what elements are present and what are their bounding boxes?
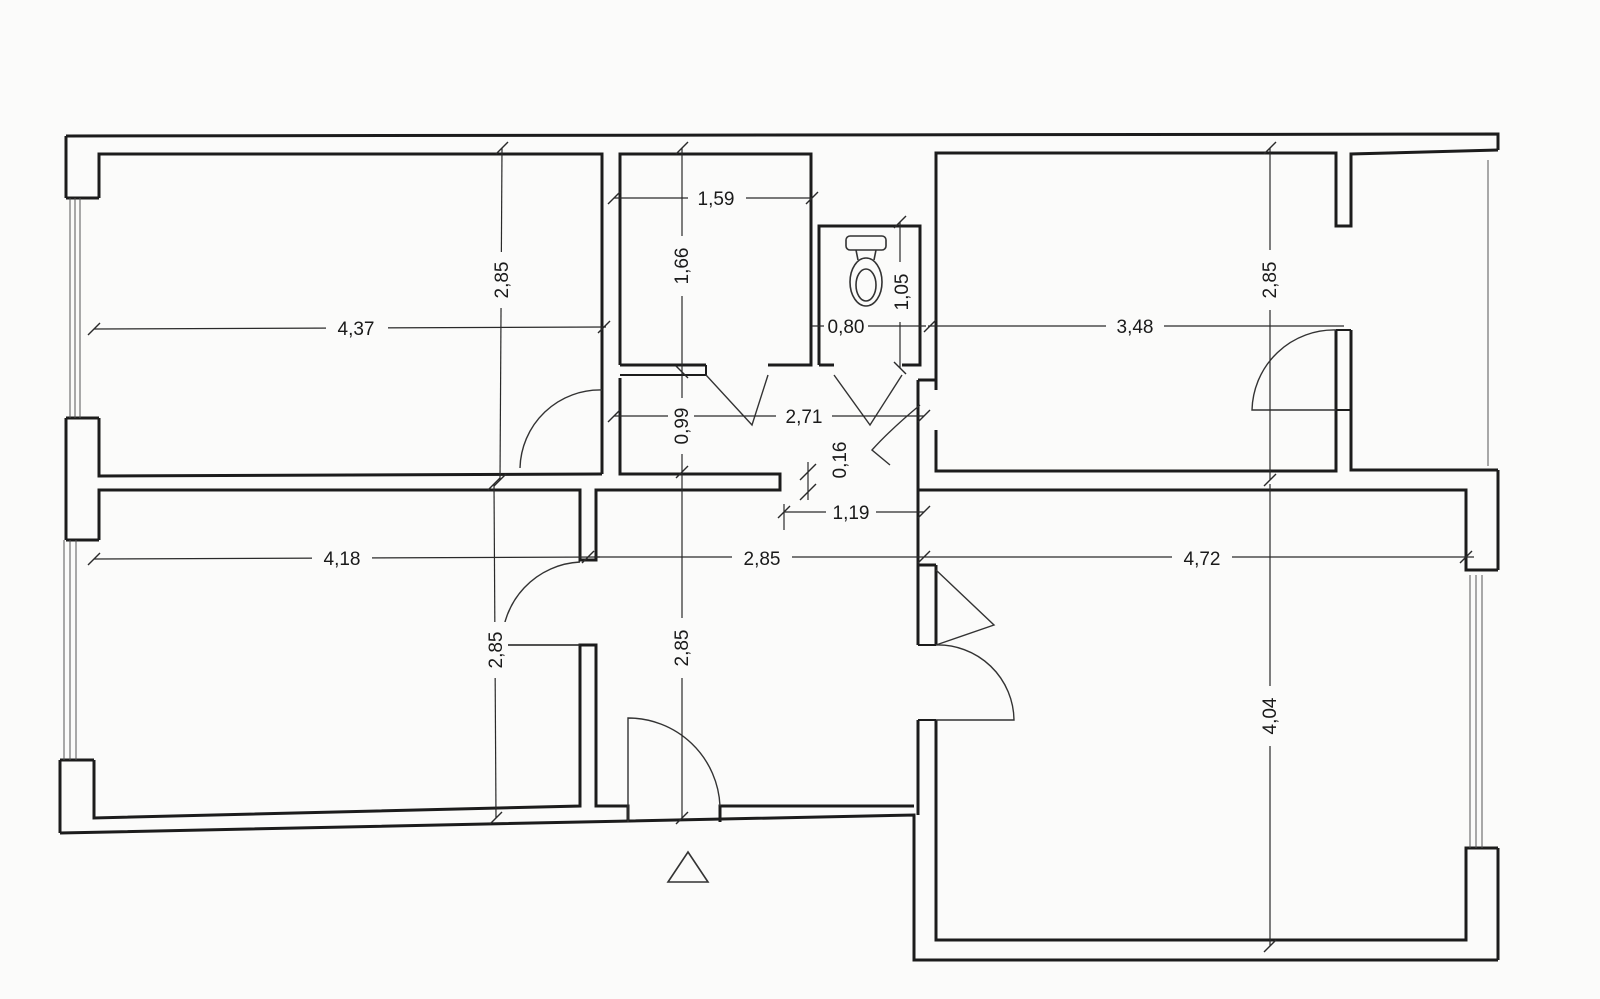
label-room-bottom-right-height: 4,04 [1260,697,1281,734]
door-room-bottom-left [501,561,581,646]
door-storage [705,374,769,427]
door-double-bottom [935,644,1015,721]
windows [63,160,1489,848]
label-wc-width: 0,80 [828,317,865,338]
entrance-triangle-icon [666,850,710,883]
room-top-left [66,152,604,478]
room-bottom-left [60,538,914,822]
label-room-top-left-width: 4,37 [338,319,375,340]
label-storage-height: 1,66 [672,248,693,285]
label-corridor-height: 0,99 [672,408,693,445]
label-room-bottom-left-width: 4,18 [324,549,361,570]
hall [916,488,936,815]
room-top-right [934,148,1499,473]
toilet-icon [845,235,887,307]
label-hall-height: 2,85 [672,630,693,667]
label-step-width: 1,19 [833,503,870,524]
doors [501,329,1337,822]
outer-walls [58,132,1500,962]
label-wall-thickness: 0,16 [830,442,851,479]
hall-corridor [97,378,936,567]
wc-room [817,224,922,367]
door-hall-right [870,404,921,466]
door-wc [833,374,903,427]
door-entrance [627,717,721,822]
label-storage-width: 1,59 [698,189,735,210]
label-room-top-left-height: 2,85 [492,262,513,299]
label-room-top-right-height: 2,85 [1260,262,1281,299]
door-double-top [935,569,996,646]
dimension-labels: 4,37 2,85 1,59 1,66 0,80 1,05 3,48 2,85 … [312,186,1282,746]
label-hall-width: 2,85 [744,549,781,570]
room-bottom-right [934,488,1498,942]
label-room-bottom-right-width: 4,72 [1184,549,1221,570]
label-room-bottom-left-height: 2,85 [486,632,507,669]
door-room-top-right [1251,329,1337,411]
label-corridor-width: 2,71 [786,407,823,428]
label-room-top-right-width: 3,48 [1117,317,1154,338]
door-room-top-left [519,389,603,469]
label-wc-height: 1,05 [892,274,913,311]
